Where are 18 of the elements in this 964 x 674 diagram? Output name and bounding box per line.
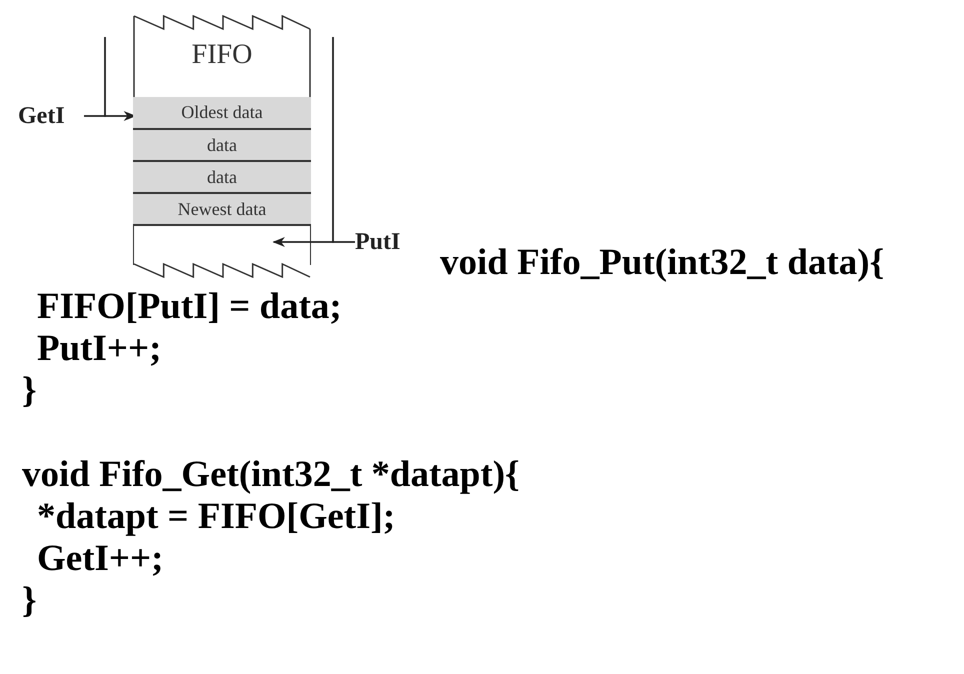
code-line: void Fifo_Get(int32_t *datapt){ bbox=[22, 454, 520, 496]
buffer-slot: Oldest data bbox=[133, 97, 311, 130]
code-line: } bbox=[22, 580, 37, 622]
pointer-label: GetI bbox=[18, 103, 84, 129]
buffer-slot: data bbox=[133, 130, 311, 162]
pointer-label: PutI bbox=[355, 229, 421, 255]
code-line: } bbox=[22, 370, 37, 412]
buffer-slot: data bbox=[133, 162, 311, 194]
buffer-title: FIFO bbox=[190, 39, 254, 71]
pointer-arrow bbox=[272, 236, 355, 248]
buffer-slot: Newest data bbox=[133, 194, 311, 226]
code-line: GetI++; bbox=[37, 538, 164, 580]
code-line: *datapt = FIFO[GetI]; bbox=[37, 496, 396, 538]
code-line: PutI++; bbox=[37, 328, 162, 370]
code-line: FIFO[PutI] = data; bbox=[37, 286, 342, 328]
fifo-buffer bbox=[133, 15, 311, 278]
code-line: void Fifo_Put(int32_t data){ bbox=[440, 242, 884, 284]
empty-slot bbox=[133, 226, 311, 265]
